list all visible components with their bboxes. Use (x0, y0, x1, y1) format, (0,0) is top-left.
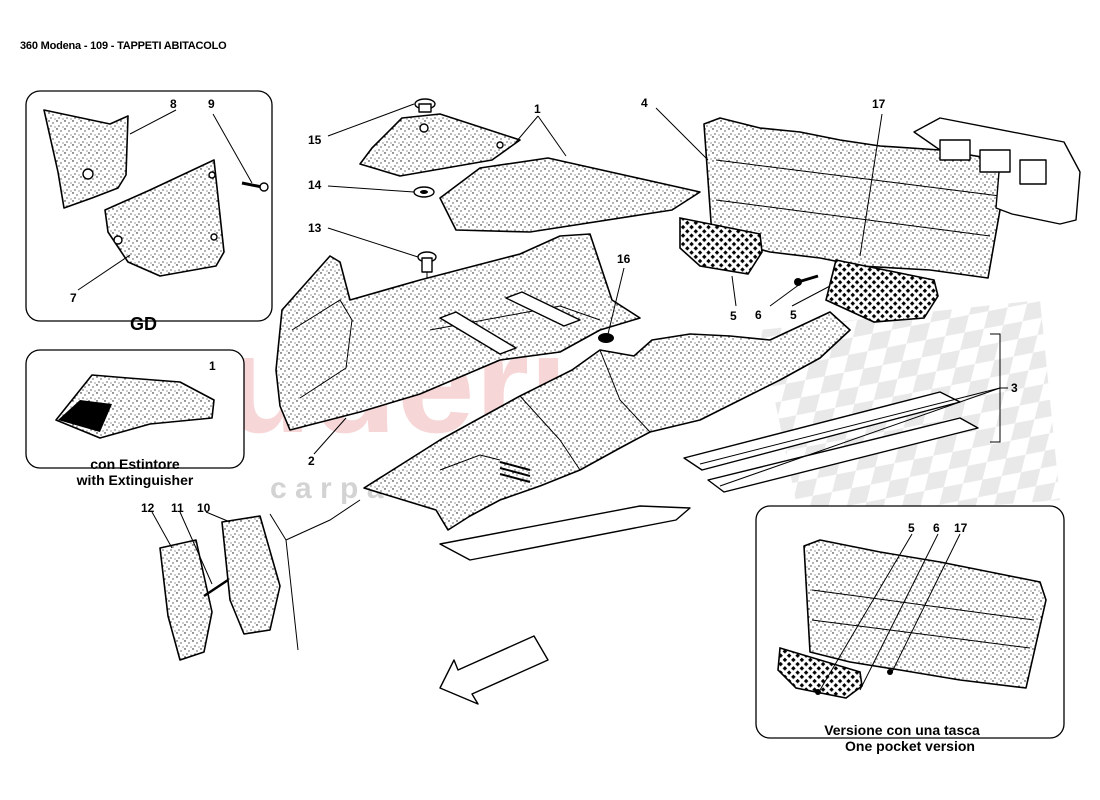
strip-3b (707, 417, 979, 493)
callout-12: 12 (141, 501, 155, 515)
callout-11: 11 (171, 501, 184, 515)
callout-5: 5 (730, 309, 737, 323)
callout-2: 2 (308, 454, 315, 468)
inset-gd: GD (25, 90, 273, 334)
pocket-right (825, 259, 939, 323)
callout-17-inset: 17 (954, 521, 968, 535)
bracket-left (439, 311, 517, 355)
callout-14: 14 (308, 178, 322, 192)
callout-7: 7 (70, 291, 77, 305)
main-floor-carpet (275, 233, 641, 431)
screw-6 (794, 274, 819, 286)
callout-16: 16 (617, 252, 631, 266)
floor-piece (439, 505, 691, 561)
one-pocket-caption-1: Versione con una tasca (824, 722, 980, 738)
callout-6: 6 (755, 308, 762, 322)
callout-10: 10 (197, 501, 211, 515)
screw-9 (241, 181, 269, 192)
one-pocket-panel (803, 539, 1047, 689)
page-title: 360 Modena - 109 - TAPPETI ABITACOLO (20, 40, 227, 52)
extinguisher-caption-1: con Estintore (90, 456, 180, 472)
inset-extinguisher: con Estintore with Extinguisher (25, 349, 245, 488)
fastener-15 (414, 98, 436, 113)
callout-15: 15 (308, 133, 322, 147)
fastener-14 (413, 186, 435, 198)
front-direction-arrow (439, 635, 549, 705)
pillar-panel-10 (221, 515, 281, 635)
callout-4: 4 (641, 96, 648, 110)
callout-6-inset: 6 (933, 521, 940, 535)
floor-mat-small (359, 113, 521, 177)
bracket-right (505, 291, 581, 327)
extinguisher-caption-2: with Extinguisher (76, 472, 194, 488)
callout-17: 17 (872, 97, 886, 111)
fastener-13 (417, 251, 437, 273)
floor-mat-large (439, 157, 701, 233)
one-pocket-mesh (777, 646, 863, 699)
one-pocket-caption-2: One pocket version (845, 738, 975, 754)
callout-3: 3 (1011, 381, 1018, 395)
callout-1-inset: 1 (209, 359, 216, 373)
callout-5b: 5 (790, 308, 797, 322)
grommet-16 (598, 333, 614, 343)
callout-1: 1 (534, 102, 541, 116)
gd-label: GD (130, 314, 157, 334)
callout-9: 9 (208, 97, 215, 111)
pillar-panel-12 (159, 539, 213, 661)
inset-one-pocket: Versione con una tasca One pocket versio… (755, 505, 1065, 754)
pocket-left (679, 217, 763, 275)
callout-8: 8 (170, 97, 177, 111)
callout-5-inset: 5 (908, 521, 915, 535)
side-panel-8 (43, 109, 129, 209)
callout-13: 13 (308, 221, 322, 235)
main-assembly (159, 98, 1081, 705)
callouts: 1 1 2 3 4 5 5 5 6 6 7 8 9 10 11 12 13 14… (70, 96, 1018, 535)
vent-slots (499, 461, 531, 483)
leader-lines (77, 103, 1001, 691)
